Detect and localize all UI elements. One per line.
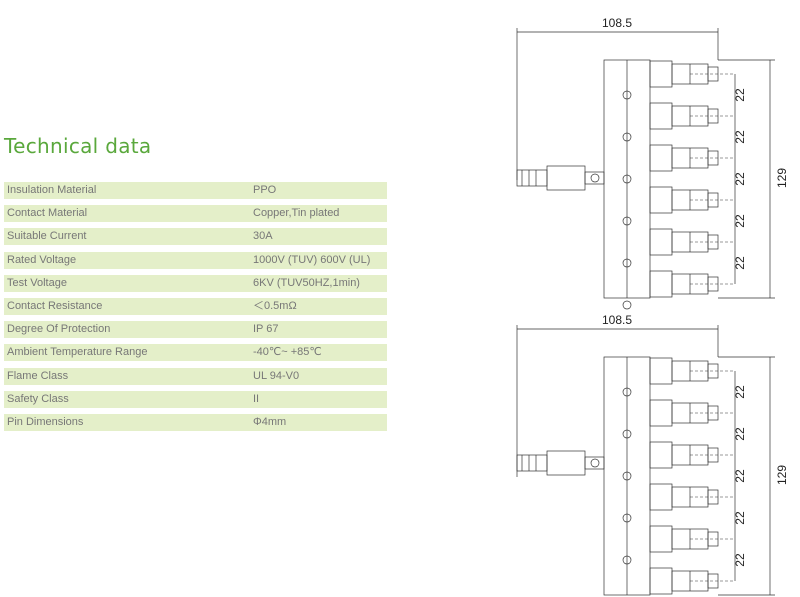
branch-seal (622, 513, 632, 523)
width-dimension-label: 108.5 (602, 313, 632, 327)
spec-row: Insulation Material PPO (4, 182, 387, 199)
branch-seal (622, 258, 632, 268)
branch-housing (649, 228, 673, 256)
spec-value: 1000V (TUV) 600V (UL) (253, 253, 371, 266)
spec-value: Copper,Tin plated (253, 207, 340, 220)
trunk-housing (546, 450, 586, 476)
trunk-plug (516, 454, 548, 472)
branch-housing (649, 483, 673, 511)
branch-seal (622, 555, 632, 565)
branch-seal (622, 429, 632, 439)
trunk-housing (546, 165, 586, 191)
branch-housing (649, 567, 673, 595)
pitch-dimension-label: 22 (733, 130, 747, 144)
spec-label: Safety Class (7, 392, 69, 405)
spec-row: Rated Voltage 1000V (TUV) 600V (UL) (4, 251, 387, 269)
spec-row: Flame Class UL 94-V0 (4, 367, 387, 385)
spec-value: ＜0.5mΩ (253, 299, 297, 312)
height-dimension-label: 129 (775, 465, 789, 485)
spec-value: UL 94-V0 (253, 369, 300, 382)
pitch-dimension-label: 22 (733, 88, 747, 102)
spec-label: Insulation Material (7, 184, 97, 196)
branch-seal (622, 387, 632, 397)
spec-value: IP 67 (253, 323, 279, 336)
spec-row: Suitable Current 30A (4, 228, 387, 246)
branch-seal (622, 132, 632, 142)
branch-housing (649, 60, 673, 88)
branch-housing (649, 525, 673, 553)
spec-value: Φ4mm (253, 415, 287, 428)
trunk-neck (584, 171, 605, 185)
spec-value: II (253, 392, 260, 405)
pitch-dimension-label: 22 (733, 553, 747, 567)
spec-row: Contact Resistance ＜0.5mΩ (4, 297, 387, 315)
branch-seal (622, 90, 632, 100)
spec-value: -40℃~ +85℃ (253, 346, 322, 359)
branch-connector-drawing-bottom: 108.5 22 22 22 22 22 129 (516, 313, 789, 596)
width-dimension-label: 108.5 (602, 16, 632, 30)
spec-label: Test Voltage (7, 276, 67, 289)
branch-seal (622, 174, 632, 184)
pitch-dimension-label: 22 (733, 172, 747, 186)
spec-row: Ambient Temperature Range -40℃~ +85℃ (4, 344, 387, 362)
spec-row: Degree Of Protection IP 67 (4, 321, 387, 339)
spec-label: Degree Of Protection (7, 323, 111, 336)
spec-label: Ambient Temperature Range (7, 346, 148, 359)
branch-seal (622, 216, 632, 226)
spec-label: Pin Dimensions (7, 415, 84, 428)
spec-label: Suitable Current (7, 230, 87, 243)
branch-housing (649, 186, 673, 214)
trunk-neck (584, 456, 605, 470)
branch-housing (649, 399, 673, 427)
spec-label: Rated Voltage (7, 253, 77, 266)
spec-row: Safety Class II (4, 390, 387, 408)
pitch-dimension-label: 22 (733, 511, 747, 525)
branch-connector-drawing-top: 108.5 22 22 22 22 22 129 (516, 16, 789, 310)
branch-housing (649, 102, 673, 130)
pitch-dimension-label: 22 (733, 469, 747, 483)
spec-row: Contact Material Copper,Tin plated (4, 205, 387, 223)
spec-label: Contact Material (7, 207, 88, 220)
branch-housing (649, 144, 673, 172)
pitch-dimension-label: 22 (733, 214, 747, 228)
pitch-dimension-label: 22 (733, 385, 747, 399)
height-dimension-label: 129 (775, 168, 789, 188)
pitch-dimension-label: 22 (733, 427, 747, 441)
branch-seal (622, 300, 632, 310)
spec-value: 6KV (TUV50HZ,1min) (253, 276, 360, 289)
page-title: Technical data (4, 134, 152, 158)
branch-housing (649, 357, 673, 385)
connector-drawings: 108.5 22 22 22 22 22 129 108.5 22 22 22 22 22 129 (516, 16, 789, 596)
trunk-symbol (590, 173, 600, 183)
trunk-symbol (590, 458, 600, 468)
spec-value: PPO (253, 184, 277, 196)
pitch-dimension-label: 22 (733, 256, 747, 270)
spec-label: Flame Class (7, 369, 69, 382)
branch-housing (649, 441, 673, 469)
spec-value: 30A (253, 230, 273, 243)
spec-row: Pin Dimensions Φ4mm (4, 413, 387, 431)
branch-seal (622, 471, 632, 481)
spec-row: Test Voltage 6KV (TUV50HZ,1min) (4, 274, 387, 292)
trunk-plug (516, 169, 548, 187)
branch-housing (649, 270, 673, 298)
spec-label: Contact Resistance (7, 299, 103, 312)
